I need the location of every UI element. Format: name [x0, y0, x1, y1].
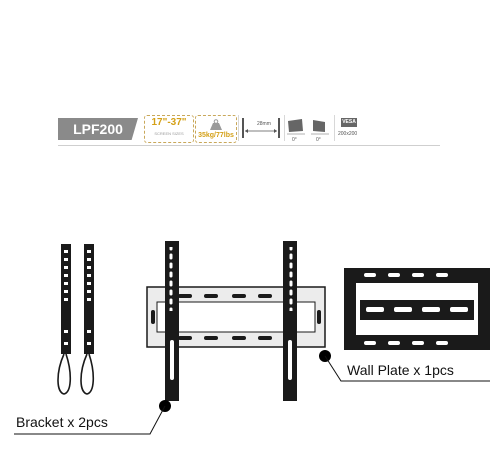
- vesa-logo: VESA: [341, 118, 357, 127]
- vesa-size-text: 200x200: [338, 131, 358, 137]
- bracket-callout: [14, 400, 171, 435]
- max-load-text: 35kg/77lbs: [198, 132, 234, 139]
- bracket-quantity-label: Bracket x 2pcs: [16, 414, 108, 430]
- wall-depth-spec: 28mm: [242, 116, 282, 140]
- divider: [284, 115, 285, 141]
- swivel-icon: [311, 120, 329, 135]
- swivel-angle-text: 0°: [316, 137, 321, 143]
- spec-bar: LPF200 17"-37" SCREEN SIZES 35kg/77lbs 2…: [58, 112, 440, 146]
- screen-size-box: 17"-37" SCREEN SIZES: [144, 115, 194, 143]
- screen-size-note: SCREEN SIZES: [154, 131, 184, 136]
- depth-text: 28mm: [257, 121, 271, 127]
- arm-holes-left: [169, 247, 175, 311]
- callout-line: [324, 355, 490, 382]
- wall-plate: [344, 268, 490, 350]
- tilt-angle-text: 0°: [292, 137, 297, 143]
- mount-assembly: [146, 241, 326, 401]
- mount-arm-right: [283, 241, 297, 401]
- safety-strap-left: [57, 353, 72, 395]
- spec-bar-underline: [58, 145, 440, 146]
- tilt-icon: [287, 119, 305, 135]
- bracket-pair: [57, 244, 95, 395]
- mount-arm-left: [165, 241, 179, 401]
- weight-icon: [210, 119, 222, 130]
- wall-plate-callout: [319, 350, 490, 382]
- wall-plate-quantity-label: Wall Plate x 1pcs: [347, 362, 454, 378]
- depth-arrow-icon: [242, 118, 280, 138]
- callout-line: [14, 405, 166, 435]
- arm-holes-right: [287, 247, 293, 311]
- divider: [334, 115, 335, 141]
- screen-size-text: 17"-37": [151, 117, 187, 128]
- divider: [238, 115, 239, 141]
- model-badge: LPF200: [58, 118, 138, 140]
- max-load-box: 35kg/77lbs: [195, 115, 237, 143]
- safety-strap-right: [80, 353, 95, 395]
